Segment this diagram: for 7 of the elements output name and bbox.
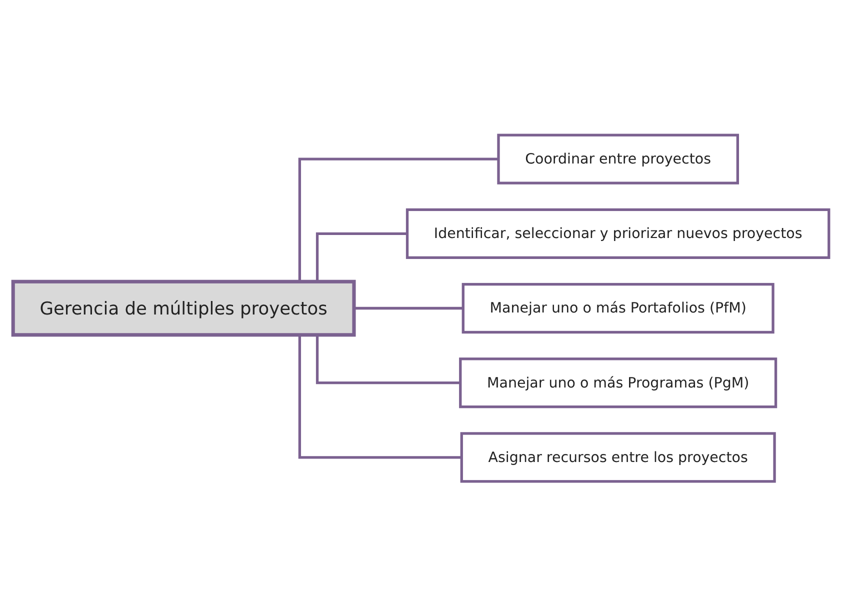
node-box: Manejar uno o más Programas (PgM)	[459, 357, 778, 408]
connector	[354, 306, 464, 310]
node-box: Asignar recursos entre los proyectos	[460, 432, 776, 482]
node-box: Manejar uno o más Portafolios (PfM)	[462, 282, 774, 334]
node-box: Identificar, seleccionar y priorizar nuevos proyectos	[406, 208, 830, 259]
node-box: Coordinar entre proyectos	[497, 134, 739, 184]
node-box: Gerencia de múltiples proyectos	[11, 280, 356, 336]
